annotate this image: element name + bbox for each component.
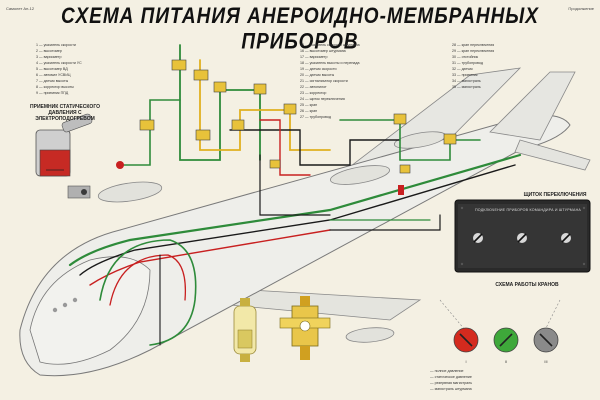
corner-note-right: Продолжение (568, 6, 594, 11)
switch-panel-caption: ПОДКЛЮЧЕНИЕ ПРИБОРОВ КОМАНДИРА И ШТУРМАН… (475, 208, 581, 212)
valve-state-indicators (439, 299, 561, 353)
legend-item: — полное давление (430, 369, 464, 373)
legend-item: 5 — высотомер ВД (36, 67, 68, 71)
legend-item: 9 — приемник ППД (36, 91, 69, 95)
legend-middle: 15 — указатель скорости штурмана 16 — вы… (300, 42, 450, 120)
legend-item: 32 — датчик (452, 67, 473, 71)
legend-item: 8 — корректор высоты (36, 85, 74, 89)
legend-item: 24 — щиток переключения (300, 97, 345, 101)
switch-panel-illustration (454, 199, 591, 273)
legend-item: 7 — датчик высоты (36, 79, 69, 83)
corner-note-left: Самолет Ан-12 (6, 6, 35, 11)
valve-state-caption-3: III (544, 360, 548, 364)
legend-item: 1 — указатель скорости (36, 43, 76, 47)
legend-item: 21 — сигнализатор скорости (300, 79, 348, 83)
instrument-blocks (116, 59, 457, 195)
valve-scheme-label: СХЕМА РАБОТЫ КРАНОВ (495, 282, 559, 288)
poster-title: СХЕМА ПИТАНИЯ АНЕРОИДНО-МЕМБРАННЫХ ПРИБО… (61, 4, 539, 55)
legend-item: 31 — трубопровод (452, 61, 483, 65)
valve-state-caption-2: II (504, 360, 508, 364)
valve-illustration (279, 296, 331, 360)
legend-item: — статическое давление (430, 375, 472, 379)
legend-left: 1 — указатель скорости 2 — высотомер 3 —… (36, 42, 146, 96)
legend-item: 23 — корректор (300, 91, 327, 95)
legend-item: 19 — датчик скорости (300, 67, 337, 71)
legend-item: 17 — вариометр (300, 55, 328, 59)
legend-item: 28 — кран переключения (452, 43, 495, 47)
legend-item: 29 — кран переключения (452, 49, 495, 53)
legend-item: — магистраль штурмана (430, 387, 472, 391)
legend-item: 34 — магистраль (452, 79, 481, 83)
legend-item: — резервная магистраль (430, 381, 473, 385)
legend-item: 16 — высотомер штурмана (300, 49, 346, 53)
legend-item: 15 — указатель скорости штурмана (300, 43, 360, 47)
switch-panel-label: ЩИТОК ПЕРЕКЛЮЧЕНИЯ (523, 192, 587, 198)
legend-item: 4 — указатель скорости УС (36, 61, 82, 65)
legend-right: 28 — кран переключения 29 — кран переклю… (452, 42, 572, 90)
legend-item: 27 — трубопровод (300, 115, 331, 119)
legend-item: 33 — приемник (452, 73, 478, 77)
sump-illustration (233, 298, 257, 362)
valve-state-caption-1: I (465, 360, 467, 364)
legend-item: 26 — кран (300, 109, 318, 113)
legend-item: 18 — указатель высоты и перепада (300, 61, 360, 65)
legend-item: 20 — датчик высоты (300, 73, 335, 77)
pressure-lines (68, 44, 522, 346)
static-receiver-label: ПРИЕМНИК СТАТИЧЕСКОГО ДАВЛЕНИЯ С ЭЛЕКТРО… (30, 104, 100, 122)
legend-item: 22 — автопилот (300, 85, 327, 89)
legend-item: 25 — кран (300, 103, 318, 107)
legend-bottom: — полное давление — статическое давление… (430, 368, 580, 392)
legend-item: 3 — вариометр (36, 55, 62, 59)
legend-item: 30 — отстойник (452, 55, 479, 59)
legend-item: 2 — высотомер (36, 49, 62, 53)
static-receiver-illustration (35, 113, 93, 199)
legend-item: 35 — магистраль (452, 85, 481, 89)
legend-item: 6 — автомат УСВИЦ (36, 73, 71, 77)
